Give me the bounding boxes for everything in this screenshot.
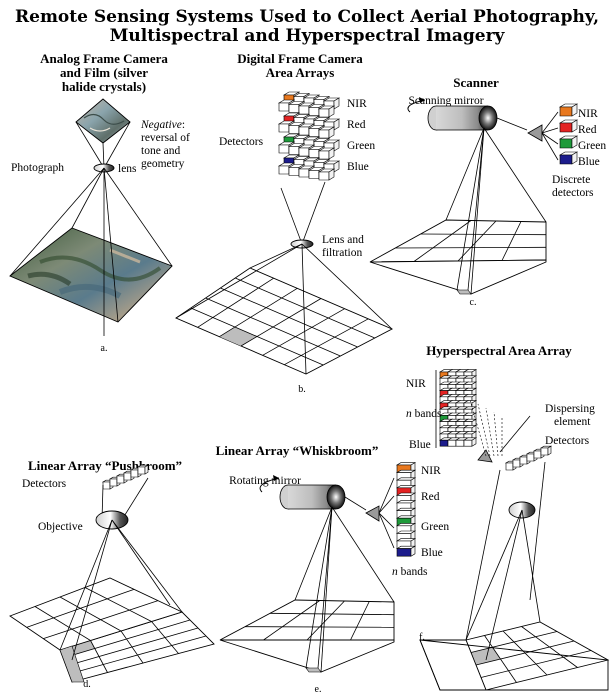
detector-cell: [317, 126, 336, 139]
panel-d-letter: d.: [83, 679, 91, 690]
panel-c: Scanner Scanning mirror NIR Red Green Bl…: [369, 75, 606, 308]
prism-e: [365, 505, 380, 522]
panel-a-heading-3: halide crystals): [62, 79, 146, 94]
band-label-c-green: Green: [578, 140, 606, 152]
discrete-detector-red: [558, 119, 579, 133]
lens-label: lens: [118, 163, 137, 175]
rotating-mirror: [326, 484, 346, 510]
shaded-ground-cell: [305, 667, 322, 673]
ground-grid-d: [9, 577, 215, 683]
panel-e-letter: e.: [315, 684, 322, 695]
detector-cell: [317, 105, 336, 118]
panel-a-letter: a.: [101, 343, 108, 354]
band-label-b-green: Green: [347, 140, 375, 152]
panel-a-heading-1: Analog Frame Camera: [40, 51, 168, 66]
panel-e: Linear Array “Whiskbroom” Rotating mirro…: [216, 443, 450, 695]
scanning-mirror-label: Scanning mirror: [408, 95, 483, 107]
ground-grid-e: [219, 599, 395, 673]
photograph-label: Photograph: [11, 162, 64, 174]
f-n-rest: bands: [412, 408, 442, 420]
band-label-b-blue: Blue: [347, 161, 369, 173]
panel-a: Analog Frame Camera and Film (silver hal…: [9, 51, 190, 354]
panel-a-heading-2: and Film (silver: [60, 65, 148, 80]
negative-colon: :: [182, 119, 185, 131]
rotating-mirror-label: Rotating mirror: [229, 475, 301, 487]
negative-label-4: geometry: [141, 158, 185, 170]
f-nir-label: NIR: [406, 378, 426, 390]
f-blue-label: Blue: [409, 439, 431, 451]
discrete-label-1: Discrete: [552, 174, 590, 186]
shaded-ground-cell: [219, 327, 257, 346]
detectors-label-b: Detectors: [219, 136, 264, 148]
panel-e-heading: Linear Array “Whiskbroom”: [216, 443, 379, 458]
discrete-detector-green: [558, 135, 579, 149]
panel-f: Hyperspectral Area Array NIR n bands Blu…: [406, 343, 610, 691]
title-line-2: Multispectral and Hyperspectral Imagery: [110, 26, 506, 46]
hyperspectral-stack: [435, 369, 478, 448]
negative-label-2: reversal of: [141, 132, 190, 144]
dispersing-label-2: element: [554, 416, 591, 428]
f-n-italic: n: [406, 408, 412, 420]
lens-label-b-1: Lens and: [322, 234, 364, 246]
discrete-label-2: detectors: [552, 187, 594, 199]
panel-f-heading: Hyperspectral Area Array: [426, 343, 572, 358]
negative-word: Negative: [140, 119, 182, 131]
e-n-italic: n: [392, 566, 398, 578]
e-n-rest: bands: [398, 566, 428, 578]
band-label-b-nir: NIR: [347, 98, 367, 110]
panel-b: Digital Frame Camera Area Arrays Detecto…: [175, 51, 394, 395]
band-label-e-red: Red: [421, 491, 440, 503]
lens-label-b-2: filtration: [322, 247, 362, 259]
panel-d-heading: Linear Array “Pushbroom”: [28, 458, 182, 473]
panel-b-heading-2: Area Arrays: [266, 65, 335, 80]
detectors-label-d: Detectors: [22, 478, 67, 490]
title-line-1: Remote Sensing Systems Used to Collect A…: [15, 7, 599, 27]
band-label-c-nir: NIR: [578, 108, 598, 120]
f-detectors-label: Detectors: [545, 435, 590, 447]
negative-label-1: Negative:: [140, 119, 185, 131]
band-label-c-blue: Blue: [578, 156, 600, 168]
band-label-e-blue: Blue: [421, 547, 443, 559]
e-n-bands-label: n bands: [392, 566, 428, 578]
panel-c-heading: Scanner: [453, 75, 499, 90]
band-label-b-red: Red: [347, 119, 366, 131]
negative-label-3: tone and: [141, 145, 181, 157]
discrete-detector-nir: [558, 103, 579, 117]
detector-cell: [317, 168, 336, 181]
panel-b-letter: b.: [298, 384, 306, 395]
panel-b-heading-1: Digital Frame Camera: [237, 51, 363, 66]
f-n-bands-label: n bands: [406, 408, 442, 420]
detector-stack-b: [277, 91, 341, 181]
discrete-detectors-c: [558, 103, 579, 165]
shaded-ground-cell: [59, 645, 85, 683]
linear-detector-cell: [539, 445, 553, 456]
d-linear-detectors: [101, 464, 150, 490]
scanning-mirror: [478, 105, 498, 131]
panel-f-letter: f.: [419, 632, 425, 643]
e-detector-column: [395, 462, 417, 557]
f-linear-detectors: [504, 445, 553, 471]
band-label-e-nir: NIR: [421, 465, 441, 477]
dispersing-element: [477, 449, 493, 463]
linear-detector-cell: [136, 464, 150, 475]
dispersing-label-1: Dispersing: [545, 403, 595, 415]
hyper-cell: [462, 437, 478, 447]
ground-grid-c: [369, 219, 547, 295]
panel-d: Linear Array “Pushbroom” Detectors Objec…: [9, 458, 215, 690]
panel-c-letter: c.: [470, 297, 477, 308]
detector-cell: [317, 147, 336, 160]
objective-label: Objective: [38, 521, 83, 533]
prism-c: [527, 124, 543, 142]
band-label-e-green: Green: [421, 521, 449, 533]
band-label-c-red: Red: [578, 124, 597, 136]
ground-grid-f: [419, 621, 610, 691]
discrete-detector-blue: [558, 151, 579, 165]
ground-grid-b: [175, 267, 394, 375]
e-band-blue: [395, 545, 417, 557]
